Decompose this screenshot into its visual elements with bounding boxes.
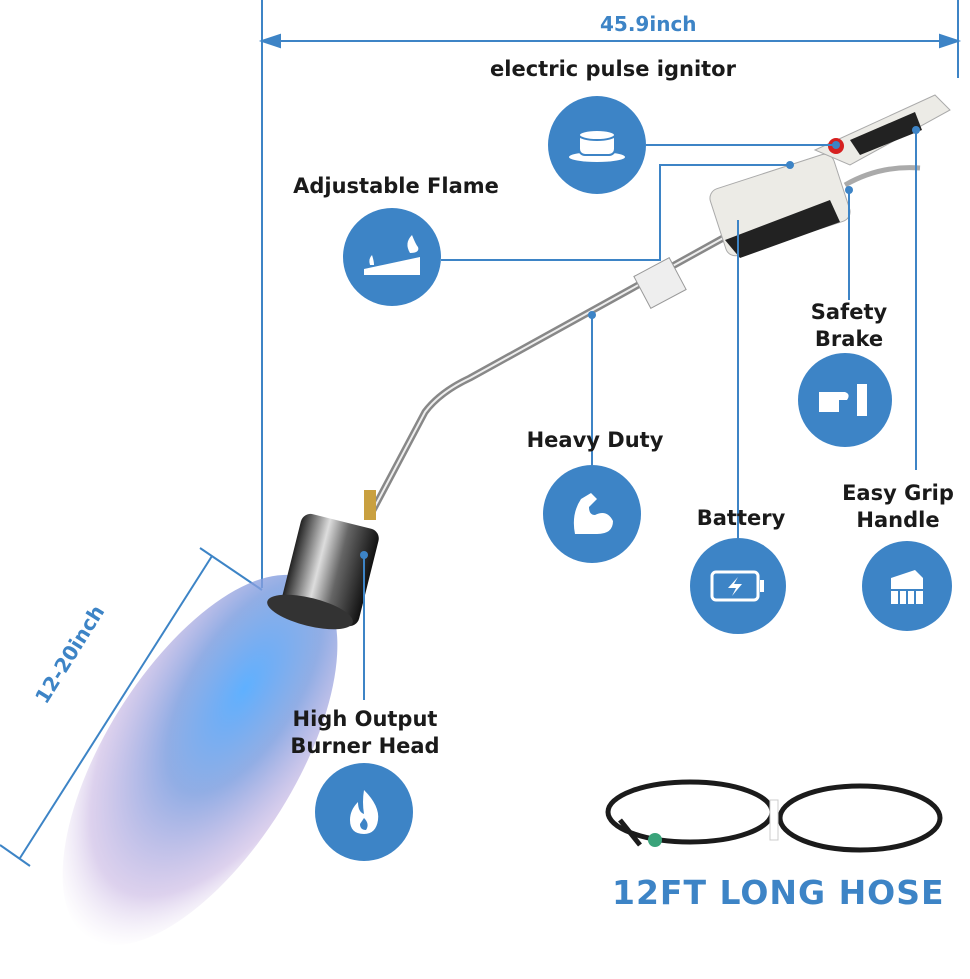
ignitor-label: electric pulse ignitor — [490, 57, 736, 81]
flexed-arm-icon — [543, 465, 641, 563]
fire-icon — [315, 763, 413, 861]
torch-handle — [709, 94, 951, 258]
hand-press-icon — [798, 353, 892, 447]
label-line: Easy Grip — [842, 481, 954, 505]
label-line: Safety — [810, 300, 888, 324]
label-line: Brake — [814, 327, 884, 351]
hose-label: 12FT LONG HOSE — [612, 873, 945, 912]
leader-lines — [363, 130, 917, 700]
battery-icon — [690, 538, 786, 634]
flame — [62, 574, 338, 946]
fist-grip-icon — [862, 541, 952, 631]
hose — [605, 779, 943, 853]
push-button-icon — [548, 96, 646, 194]
label-line: High Output — [292, 707, 438, 731]
battery-label: Battery — [696, 506, 786, 530]
dimension-lines — [0, 0, 962, 867]
label-line: Burner Head — [290, 734, 440, 758]
label-line: Handle — [856, 508, 940, 532]
burner-head — [267, 490, 379, 630]
heavy-duty-label: Heavy Duty — [526, 428, 664, 452]
adjustable-flame-icon — [343, 208, 441, 306]
length-dimension: 45.9inch — [600, 12, 697, 36]
adjustable-flame-label: Adjustable Flame — [293, 174, 499, 198]
